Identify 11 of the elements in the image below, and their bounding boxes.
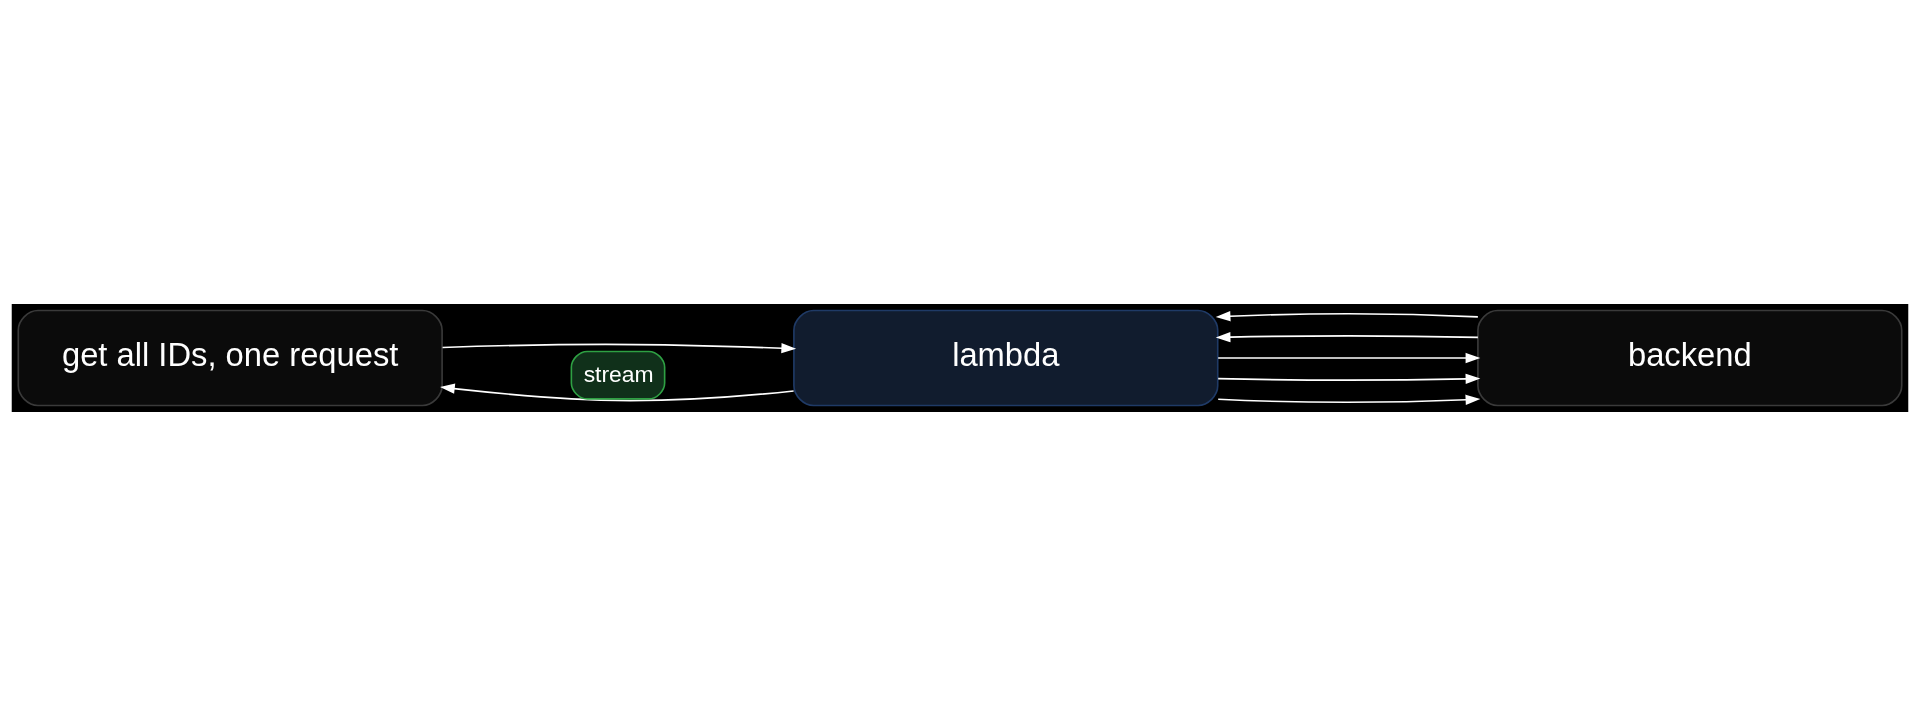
node-box: backend: [1477, 309, 1903, 407]
arrow: [440, 383, 795, 402]
arrow: [441, 343, 797, 354]
arrow: [1215, 311, 1479, 322]
arrow: [1217, 394, 1481, 405]
node-box: lambda: [793, 309, 1219, 407]
arrow: [1217, 373, 1481, 385]
arrow: [1215, 331, 1479, 343]
node-box: get all IDs, one request: [17, 309, 443, 407]
arrow: [1217, 352, 1481, 364]
edge-label: stream: [583, 361, 654, 388]
